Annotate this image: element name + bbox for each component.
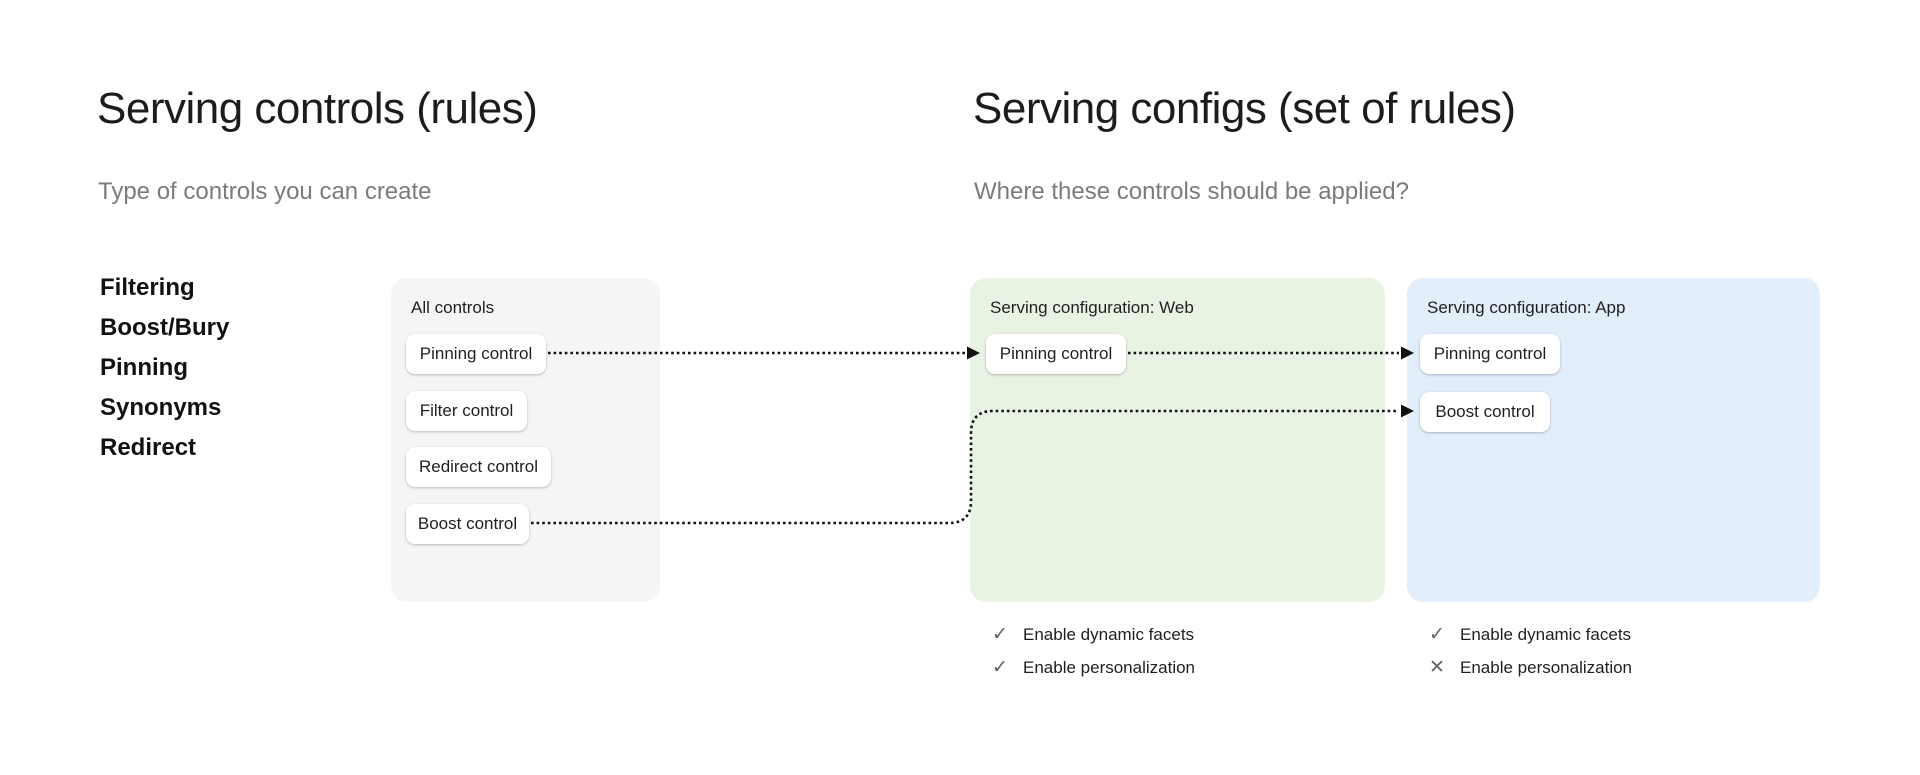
- serving-configs-title: Serving configs (set of rules): [973, 84, 1516, 133]
- web-feature-list: ✓ Enable dynamic facets ✓ Enable persona…: [990, 618, 1195, 684]
- all-controls-card: All controls Pinning control Filter cont…: [391, 278, 660, 602]
- app-card-title: Serving configuration: App: [1427, 298, 1626, 317]
- serving-config-web-card: Serving configuration: Web Pinning contr…: [970, 278, 1385, 602]
- control-type-list: Filtering Boost/Bury Pinning Synonyms Re…: [100, 268, 229, 468]
- all-controls-card-title: All controls: [411, 298, 495, 317]
- control-type-pinning: Pinning: [100, 354, 188, 381]
- filter-control-chip[interactable]: Filter control: [406, 391, 527, 431]
- serving-configs-subtitle: Where these controls should be applied?: [974, 178, 1409, 205]
- feature-label: Enable personalization: [1460, 657, 1633, 677]
- serving-controls-title: Serving controls (rules): [97, 84, 538, 133]
- boost-control-chip[interactable]: Boost control: [406, 504, 529, 544]
- control-type-filtering: Filtering: [100, 274, 195, 301]
- web-feature-dynamic-facets: ✓ Enable dynamic facets: [990, 618, 1195, 651]
- web-feature-personalization: ✓ Enable personalization: [990, 651, 1195, 684]
- check-icon: ✓: [992, 657, 1008, 678]
- serving-config-app-card: Serving configuration: App Pinning contr…: [1407, 278, 1820, 602]
- feature-label: Enable personalization: [1023, 657, 1196, 677]
- check-icon: ✓: [1429, 624, 1445, 645]
- serving-controls-subtitle: Type of controls you can create: [98, 178, 432, 205]
- cross-icon: ✕: [1429, 657, 1445, 678]
- redirect-control-chip[interactable]: Redirect control: [406, 447, 551, 487]
- app-boost-control-chip[interactable]: Boost control: [1420, 392, 1550, 432]
- app-pinning-control-chip[interactable]: Pinning control: [1420, 334, 1560, 374]
- app-feature-personalization: ✕ Enable personalization: [1427, 651, 1632, 684]
- control-type-redirect: Redirect: [100, 434, 197, 461]
- feature-label: Enable dynamic facets: [1023, 624, 1195, 644]
- app-feature-list: ✓ Enable dynamic facets ✕ Enable persona…: [1427, 618, 1632, 684]
- pinning-control-chip[interactable]: Pinning control: [406, 334, 546, 374]
- check-icon: ✓: [992, 624, 1008, 645]
- web-card-title: Serving configuration: Web: [990, 298, 1194, 317]
- app-feature-dynamic-facets: ✓ Enable dynamic facets: [1427, 618, 1632, 651]
- feature-label: Enable dynamic facets: [1460, 624, 1632, 644]
- web-pinning-control-chip[interactable]: Pinning control: [986, 334, 1126, 374]
- control-type-synonyms: Synonyms: [100, 394, 222, 421]
- control-type-boost-bury: Boost/Bury: [100, 314, 230, 341]
